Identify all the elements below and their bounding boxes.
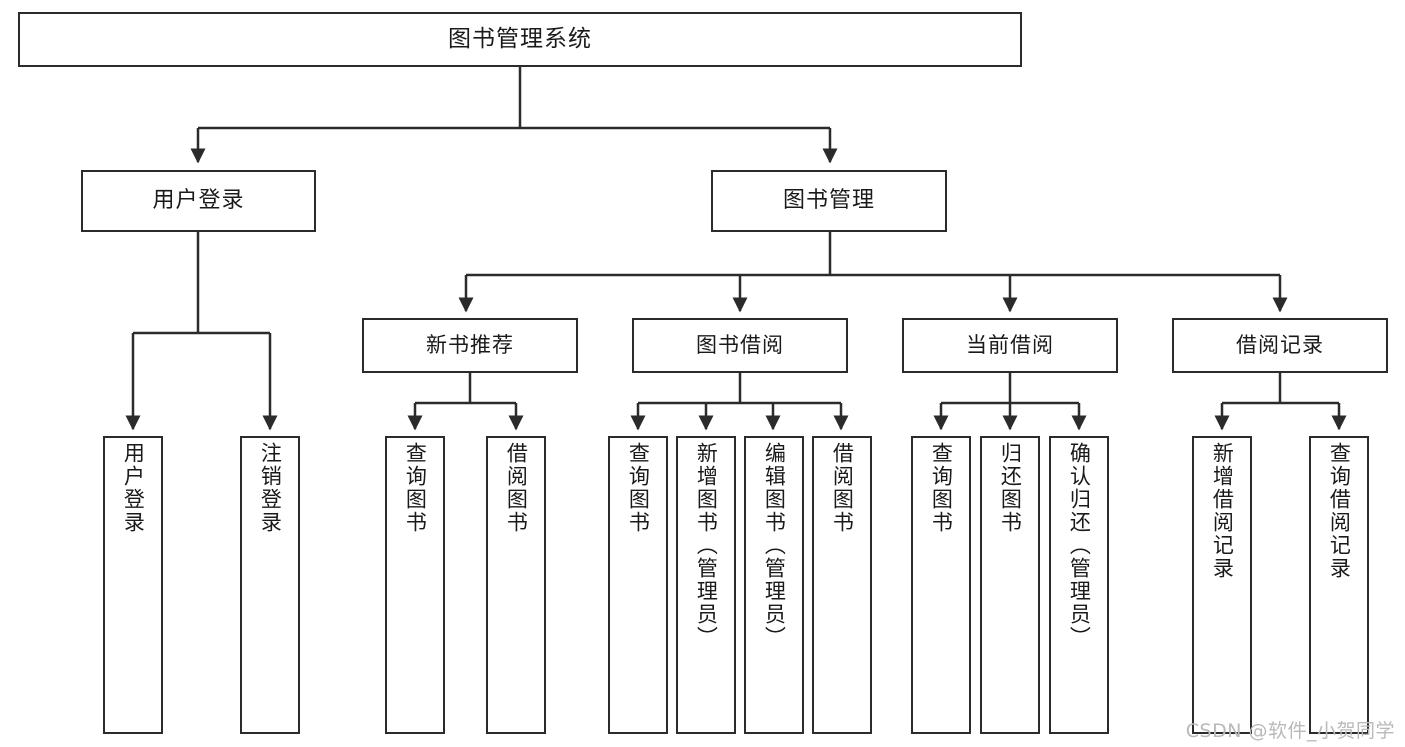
watermark: CSDN @软件_小贺同学 bbox=[1185, 720, 1395, 742]
leaf-add-borrow-record-label: 新增借阅记录 bbox=[1210, 442, 1235, 580]
leaf-borrow-book-new-label: 借阅图书 bbox=[504, 442, 529, 534]
node-current-borrow-label: 当前借阅 bbox=[966, 333, 1054, 358]
node-root[interactable]: 图书管理系统 bbox=[18, 12, 1022, 67]
leaf-add-book-admin[interactable]: 新增图书（管理员） bbox=[676, 436, 736, 734]
node-borrow-record-label: 借阅记录 bbox=[1236, 333, 1324, 358]
leaf-edit-book-admin-label: 编辑图书（管理员） bbox=[762, 442, 787, 649]
leaf-query-borrow-record[interactable]: 查询借阅记录 bbox=[1309, 436, 1369, 734]
node-book-borrow[interactable]: 图书借阅 bbox=[632, 318, 848, 373]
leaf-query-book-borrow[interactable]: 查询图书 bbox=[608, 436, 668, 734]
node-user-login-label: 用户登录 bbox=[152, 188, 245, 214]
leaf-add-book-admin-label: 新增图书（管理员） bbox=[694, 442, 719, 649]
leaf-query-book-new-label: 查询图书 bbox=[403, 442, 428, 534]
leaf-query-borrow-record-label: 查询借阅记录 bbox=[1327, 442, 1352, 580]
leaf-confirm-return-admin[interactable]: 确认归还（管理员） bbox=[1049, 436, 1109, 734]
node-book-management[interactable]: 图书管理 bbox=[711, 170, 947, 232]
node-book-management-label: 图书管理 bbox=[782, 188, 875, 214]
leaf-query-book-current-label: 查询图书 bbox=[929, 442, 954, 534]
leaf-query-book-new[interactable]: 查询图书 bbox=[385, 436, 445, 734]
node-new-book-recommend[interactable]: 新书推荐 bbox=[362, 318, 578, 373]
node-current-borrow[interactable]: 当前借阅 bbox=[902, 318, 1118, 373]
leaf-add-borrow-record[interactable]: 新增借阅记录 bbox=[1192, 436, 1252, 734]
leaf-logout-label: 注销登录 bbox=[258, 442, 283, 534]
leaf-confirm-return-admin-label: 确认归还（管理员） bbox=[1067, 442, 1092, 649]
node-root-label: 图书管理系统 bbox=[448, 25, 592, 52]
leaf-query-book-current[interactable]: 查询图书 bbox=[911, 436, 971, 734]
leaf-query-book-borrow-label: 查询图书 bbox=[626, 442, 651, 534]
leaf-borrow-book[interactable]: 借阅图书 bbox=[812, 436, 872, 734]
leaf-user-login[interactable]: 用户登录 bbox=[103, 436, 163, 734]
leaf-edit-book-admin[interactable]: 编辑图书（管理员） bbox=[744, 436, 804, 734]
node-borrow-record[interactable]: 借阅记录 bbox=[1172, 318, 1388, 373]
leaf-return-book[interactable]: 归还图书 bbox=[980, 436, 1040, 734]
node-user-login[interactable]: 用户登录 bbox=[81, 170, 316, 232]
leaf-borrow-book-label: 借阅图书 bbox=[830, 442, 855, 534]
leaf-user-login-label: 用户登录 bbox=[121, 442, 146, 534]
leaf-return-book-label: 归还图书 bbox=[998, 442, 1023, 534]
leaf-borrow-book-new[interactable]: 借阅图书 bbox=[486, 436, 546, 734]
leaf-logout[interactable]: 注销登录 bbox=[240, 436, 300, 734]
node-new-book-recommend-label: 新书推荐 bbox=[426, 333, 514, 358]
node-book-borrow-label: 图书借阅 bbox=[696, 333, 784, 358]
